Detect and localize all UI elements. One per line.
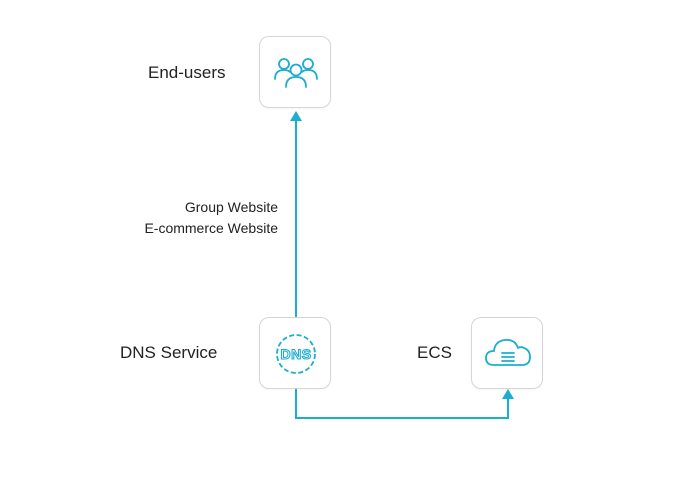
dns-service-node[interactable]: DNS [259,317,331,389]
edge-label-line: Group Website [184,199,278,215]
connector-dns-to-ecs [295,389,509,419]
dns-service-label: DNS Service [120,343,218,362]
arrowhead-up-users [290,111,302,121]
ecs-node[interactable] [471,317,543,389]
cloud-server-icon [485,339,531,366]
arrowhead-up-ecs [502,389,514,399]
edge-label-line: E-commerce Website [144,220,278,236]
end-users-node[interactable] [259,36,331,108]
edge-label-group: Group Website E-commerce Website [144,197,278,239]
end-users-label: End-users [148,63,226,82]
ecs-label: ECS [417,343,452,362]
dns-icon-text: DNS [280,346,311,362]
users-icon [274,58,318,88]
dns-icon: DNS [276,334,316,374]
